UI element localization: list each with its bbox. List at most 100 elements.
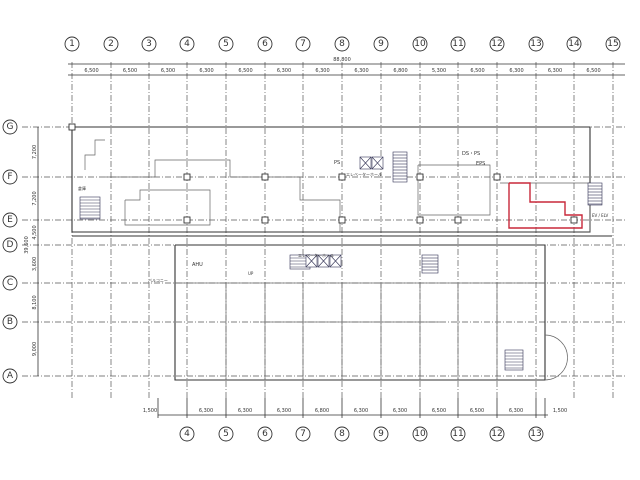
interior-wall <box>124 189 211 226</box>
column-bubble <box>295 426 311 442</box>
bottom-dimension: 6,300 <box>277 408 291 414</box>
column-label: 11 <box>452 429 463 439</box>
row-label: C <box>7 278 13 288</box>
top-dimension: 6,500 <box>586 68 600 74</box>
structural-column <box>338 173 346 181</box>
left-dimension: 7,200 <box>32 145 38 159</box>
structural-column <box>338 216 346 224</box>
top-dimension: 5,300 <box>432 68 446 74</box>
top-total-dimension: 88,800 <box>333 57 351 63</box>
column-bubble <box>141 36 157 52</box>
label-ps: PS <box>334 160 340 166</box>
column-bubble <box>412 426 428 442</box>
column-label: 1 <box>69 39 75 49</box>
column-bubble <box>373 36 389 52</box>
column-bubble <box>412 36 428 52</box>
column-label: 13 <box>530 429 541 439</box>
bottom-dimension: 1,500 <box>553 408 567 414</box>
column-label: 8 <box>339 39 345 49</box>
top-dimension: 6,500 <box>470 68 484 74</box>
column-bubble <box>257 36 273 52</box>
label-elevator-hall-lower: エレベーターホール <box>298 252 334 258</box>
column-label: 5 <box>223 429 229 439</box>
structural-column <box>416 216 424 224</box>
top-dimension: 6,300 <box>315 68 329 74</box>
top-dimension: 6,300 <box>161 68 175 74</box>
label-ahu: AHU <box>192 262 203 268</box>
structural-column <box>416 173 424 181</box>
column-bubble <box>179 36 195 52</box>
top-dimension: 6,300 <box>509 68 523 74</box>
top-dimension: 6,300 <box>354 68 368 74</box>
column-label: 14 <box>568 39 580 49</box>
left-dimension: 4,500 <box>32 225 38 239</box>
row-bubble <box>2 169 18 185</box>
row-label: F <box>7 172 12 182</box>
structural-column <box>68 123 76 131</box>
column-label: 4 <box>184 429 190 439</box>
column-label: 12 <box>491 39 502 49</box>
elevator-cross <box>359 156 372 170</box>
structural-column <box>183 216 191 224</box>
column-bubble <box>373 426 389 442</box>
elevator-cross <box>329 254 342 268</box>
column-bubble <box>566 36 582 52</box>
bottom-dimension: 1,500 <box>143 408 157 414</box>
label-elevator-hall: エレベーターホール <box>346 171 382 177</box>
stair <box>79 196 101 220</box>
highlighted-area-outline <box>508 182 583 229</box>
top-dimension: 6,300 <box>548 68 562 74</box>
top-dimension: 6,300 <box>199 68 213 74</box>
column-label: 9 <box>378 429 384 439</box>
column-bubble <box>528 36 544 52</box>
structural-column <box>261 173 269 181</box>
row-label: D <box>7 240 14 250</box>
label-ev: EV / ELV <box>592 213 608 218</box>
column-bubble <box>605 36 621 52</box>
column-bubble <box>218 426 234 442</box>
left-total-dimension: 39,600 <box>24 236 30 254</box>
column-bubble <box>334 426 350 442</box>
structural-column <box>183 173 191 181</box>
column-label: 6 <box>262 39 268 49</box>
row-label: B <box>7 317 13 327</box>
dimension-lines: 6,500 6,500 6,300 6,300 6,500 6,300 6,300 6,300… <box>24 57 625 418</box>
column-bubble <box>218 36 234 52</box>
column-label: 9 <box>378 39 384 49</box>
structural-column <box>454 216 462 224</box>
top-dimension: 6,500 <box>84 68 98 74</box>
column-label: 2 <box>108 39 114 49</box>
top-dimension: 6,800 <box>393 68 407 74</box>
label-up: UP <box>248 271 254 276</box>
structural-column <box>570 216 578 224</box>
column-bubble <box>334 36 350 52</box>
column-label: 4 <box>184 39 190 49</box>
column-bubble <box>257 426 273 442</box>
row-bubble <box>2 275 18 291</box>
column-bubble <box>64 36 80 52</box>
column-label: 3 <box>146 39 152 49</box>
column-label: 13 <box>530 39 541 49</box>
column-label: 11 <box>452 39 463 49</box>
interior-wall <box>105 159 341 232</box>
column-label: 7 <box>300 39 306 49</box>
row-label: E <box>7 215 13 225</box>
structural-column <box>493 173 501 181</box>
elevator-cross <box>371 156 384 170</box>
interior-wall <box>417 164 491 216</box>
lower-block-outline <box>174 244 546 381</box>
label-storage: 倉庫 <box>78 185 86 191</box>
upper-band-outline <box>71 126 591 233</box>
column-bubble <box>103 36 119 52</box>
row-bubble <box>2 237 18 253</box>
stair <box>587 182 603 206</box>
walls <box>68 123 612 381</box>
row-label: G <box>7 122 14 132</box>
column-bubble <box>489 36 505 52</box>
column-label: 10 <box>414 39 426 49</box>
bottom-dimension: 6,300 <box>393 408 407 414</box>
top-dimension: 6,300 <box>277 68 291 74</box>
column-label: 6 <box>262 429 268 439</box>
structural-column <box>261 216 269 224</box>
